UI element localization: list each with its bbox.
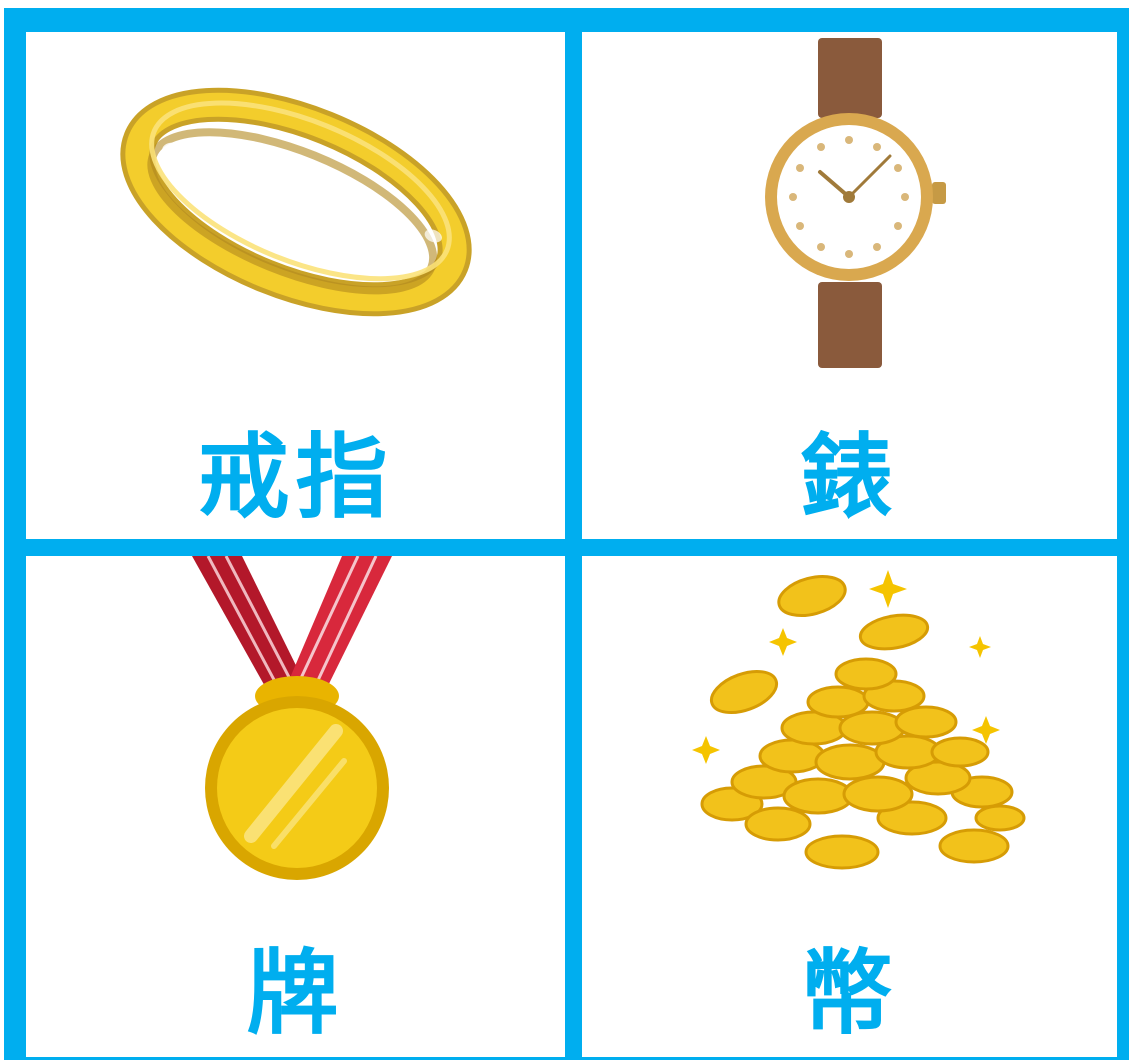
card-label-ring: 戒指 [197,423,394,531]
card-coins[interactable]: 幣 [582,556,1117,1057]
card-label-watch: 錶 [800,423,899,531]
card-label-medal: 牌 [246,939,345,1047]
top-strip [0,0,1133,8]
coins-icon [692,570,1026,870]
card-ring[interactable]: 戒指 [26,32,565,539]
card-label-coins: 幣 [800,939,899,1047]
ring-icon [120,87,472,317]
card-medal[interactable]: 牌 [26,556,565,1057]
medal-icon [192,556,392,880]
flashcard-board: 戒指 [4,8,1129,1060]
watch-icon [765,38,946,368]
card-watch[interactable]: 錶 [582,32,1117,539]
